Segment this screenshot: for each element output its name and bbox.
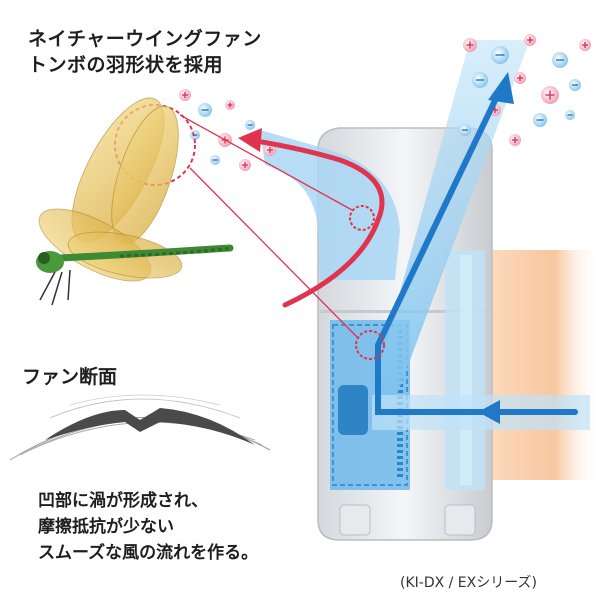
description-line-2: 摩擦抵抗が少ない <box>38 517 174 537</box>
callout-line-upper <box>179 114 353 211</box>
airflow-arrow-up <box>375 87 503 403</box>
callout-circle-fan-upper <box>349 205 375 231</box>
model-note: (KI-DX / EXシリーズ) <box>400 575 538 591</box>
vortex-arrowhead <box>238 128 262 152</box>
description-line-3: スムーズな風の流れを作る。 <box>38 543 259 563</box>
dragonfly <box>36 97 234 306</box>
callout-circle-fan-lower <box>355 330 385 360</box>
airflow-arrow-intake <box>375 397 578 415</box>
vortex-arrow <box>247 137 385 308</box>
fan-cross-section <box>9 394 271 461</box>
callout-circle-wing <box>114 104 196 186</box>
warm-air-glow <box>488 250 600 480</box>
heading-line-2: トンボの羽形状を採用 <box>28 54 224 76</box>
description-line-1: 凹部に渦が形成され、 <box>38 491 209 511</box>
airflow-arrowhead-up <box>488 72 514 104</box>
cross-section-title: ファン断面 <box>22 366 118 388</box>
heading-line-1: ネイチャーウイングファン <box>28 28 262 50</box>
clean-air-beam <box>370 40 530 400</box>
blade-profile <box>45 408 255 445</box>
callout-line-lower <box>189 167 359 339</box>
airflow-arrowhead-intake <box>478 400 500 424</box>
